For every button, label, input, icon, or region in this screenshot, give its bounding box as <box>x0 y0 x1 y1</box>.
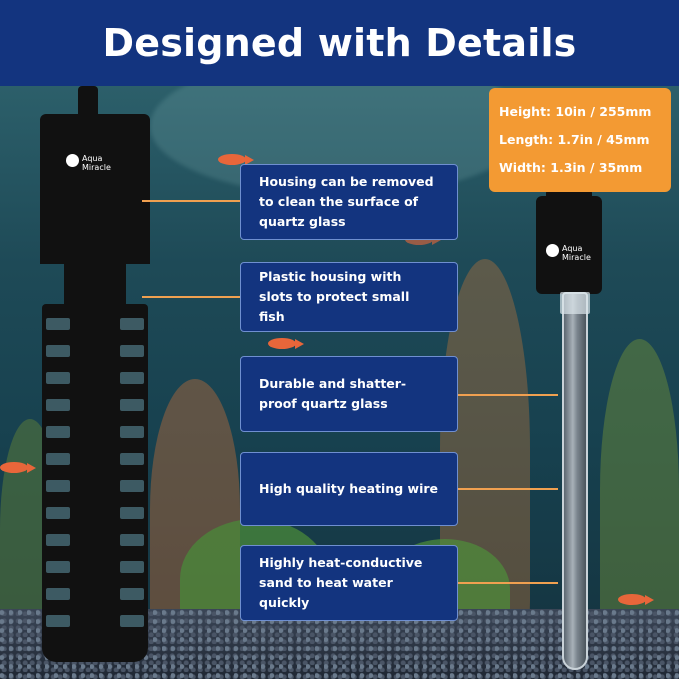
housing-slot <box>120 345 144 357</box>
housing-slot <box>120 372 144 384</box>
brand-logo: Aqua Miracle <box>82 154 111 172</box>
housing-slot <box>120 615 144 627</box>
housing-slot <box>120 561 144 573</box>
page-title: Designed with Details <box>102 21 577 65</box>
housing-top: Aqua Miracle <box>40 114 150 264</box>
callout-plastic-housing: Plastic housing with slots to protect sm… <box>240 262 458 332</box>
logo-icon <box>546 244 559 257</box>
housing-slot <box>46 453 70 465</box>
housing-slot <box>120 588 144 600</box>
header-banner: Designed with Details <box>0 0 679 86</box>
housing-slot <box>46 507 70 519</box>
housing-slot <box>46 561 70 573</box>
housing-slot <box>120 453 144 465</box>
housing-slot <box>46 588 70 600</box>
housing-slot <box>46 318 70 330</box>
leader-line <box>142 200 240 202</box>
fish <box>0 462 36 473</box>
tube-collar <box>560 292 590 314</box>
fish <box>618 594 654 605</box>
dimension-length: Length: 1.7in / 45mm <box>499 132 650 147</box>
callout-heating-wire: High quality heating wire <box>240 452 458 526</box>
housing-slot <box>46 480 70 492</box>
heater-with-housing: Aqua Miracle <box>40 114 150 662</box>
leader-line <box>458 488 558 490</box>
housing-slot <box>46 399 70 411</box>
leader-line <box>458 394 558 396</box>
housing-slot <box>46 345 70 357</box>
callout-conductive-sand: Highly heat-conductive sand to heat wate… <box>240 545 458 621</box>
fish <box>218 154 254 165</box>
housing-slotted-body <box>42 304 148 662</box>
housing-slot <box>120 507 144 519</box>
callout-quartz-glass: Durable and shatter-proof quartz glass <box>240 356 458 432</box>
housing-slot <box>120 480 144 492</box>
housing-slot <box>46 534 70 546</box>
housing-slot <box>46 615 70 627</box>
housing-slot <box>120 534 144 546</box>
housing-slot <box>120 399 144 411</box>
quartz-tube <box>562 292 588 670</box>
heater-without-housing: Aqua Miracle <box>530 190 608 670</box>
dimensions-box: Height: 10in / 255mm Length: 1.7in / 45m… <box>489 88 671 192</box>
plant <box>600 339 679 639</box>
power-cable <box>78 86 98 118</box>
fish <box>268 338 304 349</box>
callout-removable-housing: Housing can be removed to clean the surf… <box>240 164 458 240</box>
housing-slot <box>120 318 144 330</box>
housing-slot <box>46 372 70 384</box>
dimension-width: Width: 1.3in / 35mm <box>499 160 643 175</box>
logo-icon <box>66 154 79 167</box>
brand-logo: Aqua Miracle <box>562 244 591 262</box>
housing-slot <box>120 426 144 438</box>
heater-cap: Aqua Miracle <box>536 196 602 294</box>
leader-line <box>458 582 558 584</box>
housing-slot <box>46 426 70 438</box>
leader-line <box>142 296 240 298</box>
dimension-height: Height: 10in / 255mm <box>499 104 652 119</box>
